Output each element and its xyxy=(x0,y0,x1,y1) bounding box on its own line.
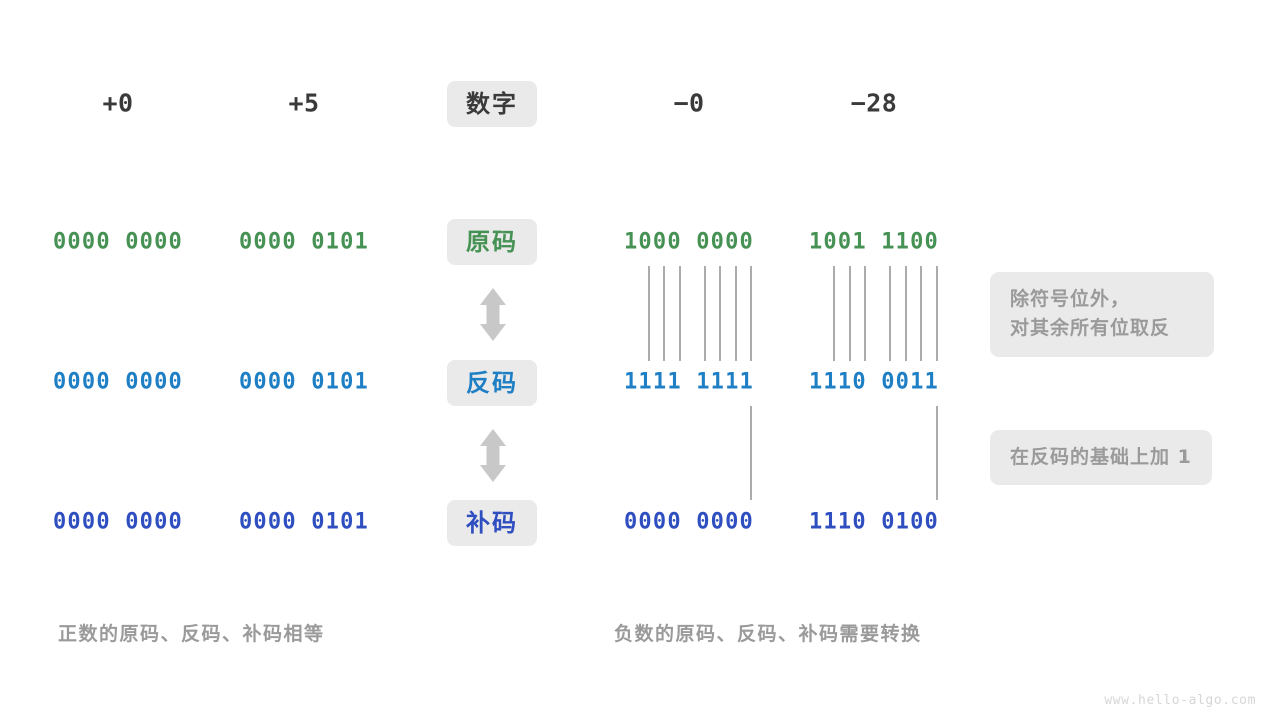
watermark: www.hello-algo.com xyxy=(1104,693,1256,708)
ones-complement-pos-five: 0000 0101 xyxy=(238,369,370,395)
arrow-ones-to-twos-icon xyxy=(480,429,506,482)
twos-complement-pos-zero: 0000 0000 xyxy=(52,509,184,535)
caption-positive: 正数的原码、反码、补码相等 xyxy=(58,623,325,645)
note-add-one: 在反码的基础上加 1 xyxy=(990,430,1212,486)
caption-negative: 负数的原码、反码、补码需要转换 xyxy=(614,623,922,645)
twos-complement-neg-zero: 0000 0000 xyxy=(623,509,755,535)
connector-group-neg28-invert xyxy=(833,266,938,361)
ones-complement-neg-twentyeight: 1110 0011 xyxy=(808,369,940,395)
sign-magnitude-pos-zero: 0000 0000 xyxy=(52,229,184,255)
header-value-pos-zero: +0 xyxy=(102,88,134,118)
row-badge-sign-magnitude: 原码 xyxy=(447,219,537,265)
header-value-neg-zero: −0 xyxy=(673,88,705,118)
row-badge-ones-complement: 反码 xyxy=(447,360,537,406)
arrow-sign-to-ones-icon xyxy=(480,288,506,341)
twos-complement-pos-five: 0000 0101 xyxy=(238,509,370,535)
row-badge-twos-complement: 补码 xyxy=(447,500,537,546)
note-invert-except-sign: 除符号位外， 对其余所有位取反 xyxy=(990,272,1214,357)
sign-magnitude-neg-zero: 1000 0000 xyxy=(623,229,755,255)
sign-magnitude-pos-five: 0000 0101 xyxy=(238,229,370,255)
sign-magnitude-neg-twentyeight: 1001 1100 xyxy=(808,229,940,255)
header-value-neg-twentyeight: −28 xyxy=(850,88,898,118)
header-badge-number: 数字 xyxy=(447,81,537,127)
ones-complement-pos-zero: 0000 0000 xyxy=(52,369,184,395)
connector-group-negzero-invert xyxy=(648,266,752,361)
header-value-pos-five: +5 xyxy=(288,88,320,118)
ones-complement-neg-zero: 1111 1111 xyxy=(623,369,755,395)
twos-complement-neg-twentyeight: 1110 0100 xyxy=(808,509,940,535)
